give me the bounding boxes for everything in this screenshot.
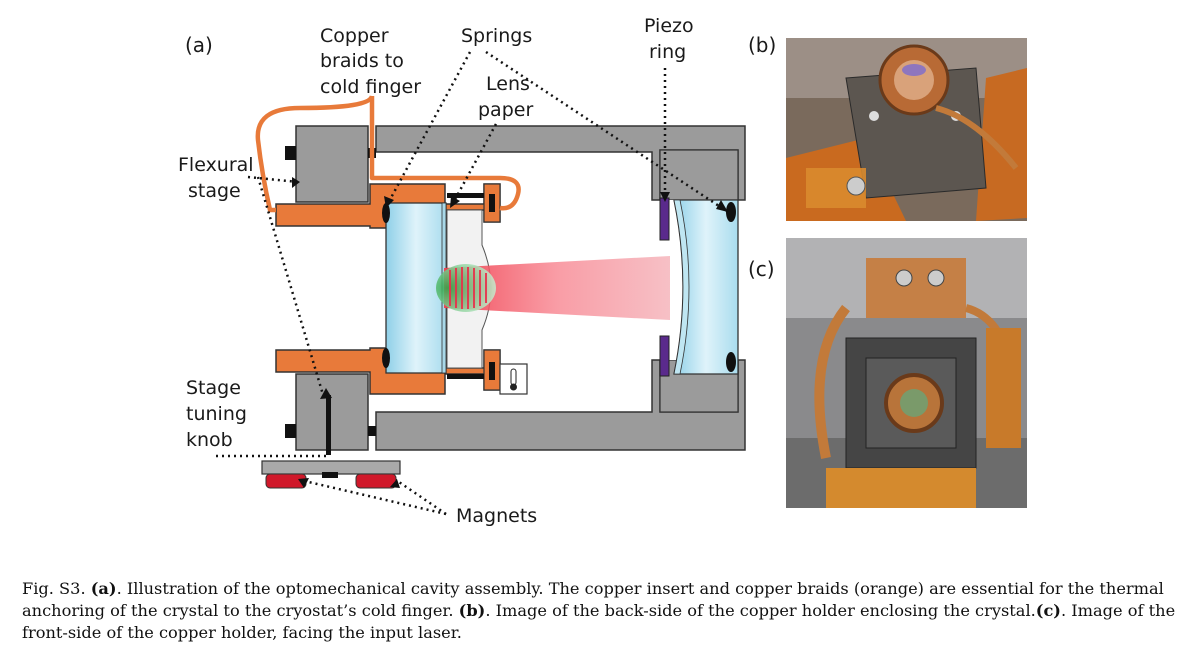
- thermometer-bulb: [510, 383, 517, 391]
- standing-wave-fringes: [436, 264, 496, 312]
- arrow-magnet-right: [390, 479, 400, 488]
- copper-braid: [255, 94, 521, 213]
- svg-text:Copper: Copper: [320, 25, 389, 47]
- caption-c-tag: (c): [1035, 601, 1061, 620]
- flexural-stage-bottom: [295, 373, 369, 451]
- spring-top-left: [382, 203, 390, 223]
- caption-b-tag: (b): [458, 601, 486, 620]
- caption-b-text: . Image of the back-side of the copper h…: [485, 601, 1036, 620]
- magnet-right: [355, 473, 397, 489]
- screw-bottom-left: [285, 424, 296, 438]
- label-springs: Springs: [461, 25, 532, 47]
- svg-text:ring: ring: [649, 41, 686, 63]
- photo-front-side-holder: [786, 238, 1027, 508]
- magnet-center-block: [322, 472, 338, 478]
- arrow-knob: [320, 388, 332, 399]
- svg-text:knob: knob: [186, 429, 233, 451]
- spring-top-right: [726, 202, 736, 222]
- tuning-knob-shaft: [326, 395, 331, 455]
- laser-beam: [444, 256, 670, 320]
- hinge-bottom: [368, 426, 376, 436]
- screw-top-left: [285, 146, 296, 160]
- flexural-stage-top: [295, 125, 369, 203]
- caption-a-text: . Illustration of the optomechanical cav…: [22, 579, 1164, 620]
- arrow-springs-left: [384, 196, 394, 208]
- piezo-ring-bottom: [659, 335, 670, 377]
- svg-text:Flexural: Flexural: [178, 154, 254, 176]
- svg-text:braids to: braids to: [320, 50, 404, 72]
- screw-bottom-right: [489, 362, 495, 380]
- cavity-assembly-diagram: (a) (b) (c): [178, 15, 776, 527]
- svg-text:tuning: tuning: [186, 403, 247, 425]
- panel-b-label: (b): [748, 33, 776, 57]
- leader-lines: [216, 50, 729, 516]
- clamp-bar-bottom: [447, 374, 484, 379]
- arrow-springs-right: [716, 200, 728, 212]
- spring-bottom-right: [726, 352, 736, 372]
- spring-bottom-left: [382, 348, 390, 368]
- piezo-ring-top: [659, 197, 670, 241]
- clamp-bar-top: [447, 193, 484, 198]
- panel-a-label: (a): [185, 33, 213, 57]
- arrow-piezo: [660, 192, 670, 202]
- label-magnets: Magnets: [456, 505, 537, 527]
- thermometer-icon: [510, 368, 517, 386]
- panel-c-label: (c): [748, 257, 775, 281]
- label-stage-tuning-knob: Stage tuning knob: [186, 377, 247, 451]
- caption-fig-label: Fig. S3.: [22, 579, 86, 598]
- photo-back-side-holder: [786, 38, 1027, 221]
- svg-text:Lens: Lens: [486, 73, 530, 95]
- svg-text:Piezo: Piezo: [644, 15, 694, 37]
- arrow-flexural: [292, 177, 300, 188]
- label-copper-braids: Copper braids to cold finger: [320, 25, 421, 98]
- label-flexural-stage: Flexural stage: [178, 154, 254, 202]
- label-piezo-ring: Piezo ring: [644, 15, 694, 63]
- caption-c-text: . Image of the front-side of the copper …: [22, 601, 1176, 642]
- curved-mirror-coating: [673, 199, 690, 375]
- svg-text:Stage: Stage: [186, 377, 241, 399]
- arrow-magnet-left: [298, 478, 309, 488]
- svg-text:cold finger: cold finger: [320, 76, 421, 98]
- svg-text:paper: paper: [478, 99, 533, 121]
- svg-text:stage: stage: [188, 180, 241, 202]
- screw-top-right: [489, 194, 495, 212]
- figure-caption: Fig. S3. (a). Illustration of the optome…: [22, 578, 1182, 644]
- label-lens-paper: Lens paper: [478, 73, 533, 121]
- caption-a-tag: (a): [90, 579, 117, 598]
- arrow-lens-paper: [450, 196, 460, 208]
